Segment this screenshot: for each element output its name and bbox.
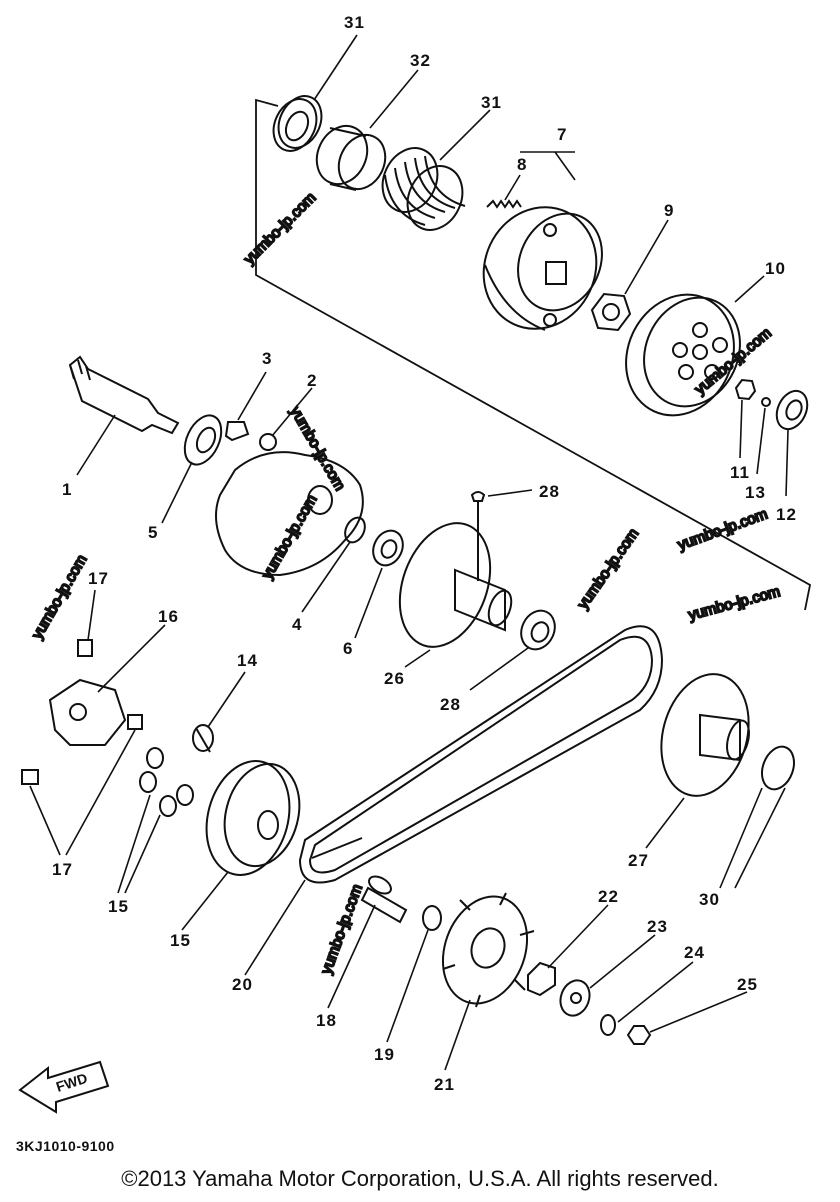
callout-label: 5 xyxy=(148,523,158,542)
clutch-housing-10 xyxy=(625,293,741,417)
callout-numbers: 31 32 31 7 8 9 10 11 13 12 1 5 3 2 4 6 2… xyxy=(52,13,797,1094)
callout-label: 25 xyxy=(737,975,758,994)
oil-seal-28 xyxy=(272,95,323,152)
gasket-hole xyxy=(307,485,333,515)
slider-17 xyxy=(127,714,143,730)
callout-label: 2 xyxy=(307,371,317,390)
callout-label: 31 xyxy=(344,13,365,32)
copyright-notice: ©2013 Yamaha Motor Corporation, U.S.A. A… xyxy=(121,1166,719,1191)
bearing-5 xyxy=(183,414,223,466)
washer-2 xyxy=(259,433,277,451)
screw-30 xyxy=(470,491,486,581)
washer-13 xyxy=(761,397,771,407)
clutch-carrier-7 xyxy=(482,206,603,331)
watermark: yumbo-jp.com xyxy=(29,552,91,642)
fwd-arrow-icon: FWD xyxy=(18,1060,110,1114)
cam-16 xyxy=(48,678,127,746)
callout-label: 1 xyxy=(62,480,72,499)
v-belt-20 xyxy=(298,625,664,884)
callout-label: 31 xyxy=(481,93,502,112)
diagram-code: 3KJ1010-9100 xyxy=(16,1138,115,1154)
ring-29 xyxy=(761,745,795,791)
callout-label: 28 xyxy=(539,482,560,501)
collar-18 xyxy=(360,875,408,924)
callout-label: 8 xyxy=(517,155,527,174)
callout-label: 9 xyxy=(664,201,674,220)
callout-label: 4 xyxy=(292,615,302,634)
watermark: yumbo-jp.com xyxy=(287,404,349,494)
callout-label: 26 xyxy=(384,669,405,688)
seal-6 xyxy=(372,529,404,567)
weight-15 xyxy=(139,771,157,793)
callout-label: 17 xyxy=(88,569,109,588)
callout-label: 10 xyxy=(765,259,786,278)
callout-label: 15 xyxy=(108,897,129,916)
callout-label: 21 xyxy=(434,1075,455,1094)
callout-label: 14 xyxy=(237,651,258,670)
nut-9 xyxy=(590,292,632,332)
plate-22 xyxy=(527,961,556,997)
slider-17 xyxy=(77,639,93,657)
primary-shaft-1 xyxy=(68,355,180,435)
callout-label: 17 xyxy=(52,860,73,879)
fixed-sheave-26 xyxy=(398,522,513,648)
callout-label: 20 xyxy=(232,975,253,994)
movable-sheave-14 xyxy=(205,760,301,876)
dowel-pin-3 xyxy=(224,421,250,442)
callout-label: 6 xyxy=(343,639,353,658)
callout-label: 12 xyxy=(776,505,797,524)
group-bracket xyxy=(255,98,812,611)
callout-label: 32 xyxy=(410,51,431,70)
callout-label: 13 xyxy=(745,483,766,502)
fan-21 xyxy=(441,892,535,1008)
watermark: yumbo-jp.com xyxy=(574,525,642,612)
bearing-12 xyxy=(775,389,809,431)
callout-label: 24 xyxy=(684,943,705,962)
gasket xyxy=(215,451,364,577)
callout-label: 15 xyxy=(170,931,191,950)
washer-24 xyxy=(600,1014,616,1036)
callout-label: 11 xyxy=(730,463,750,482)
watermark: yumbo-jp.com xyxy=(318,882,366,976)
nut-25 xyxy=(626,1025,652,1045)
collar-32 xyxy=(315,124,387,191)
spring-31 xyxy=(381,147,466,231)
washer-19 xyxy=(422,905,442,931)
callout-label: 18 xyxy=(316,1011,337,1030)
callout-label: 19 xyxy=(374,1045,395,1064)
callout-label: 7 xyxy=(557,125,567,144)
weight-15 xyxy=(159,795,177,817)
watermark: yumbo-jp.com xyxy=(676,506,770,554)
slider-17 xyxy=(21,769,39,785)
washer-23 xyxy=(559,979,591,1017)
oil-seal-28-lower xyxy=(520,609,556,651)
callout-label: 22 xyxy=(598,887,619,906)
leader-lines xyxy=(29,34,789,1071)
watermark: yumbo-jp.com xyxy=(241,189,320,268)
callout-label: 16 xyxy=(158,607,179,626)
weight-15 xyxy=(146,747,164,769)
watermark: yumbo-jp.com xyxy=(259,492,321,582)
callout-label: 3 xyxy=(262,349,272,368)
small-spring-8 xyxy=(486,199,522,209)
weight-15 xyxy=(176,784,194,806)
watermarks: yumbo-jp.com yumbo-jp.com yumbo-jp.com y… xyxy=(28,188,783,977)
secondary-sheave-27 xyxy=(660,673,750,797)
callout-label: 28 xyxy=(440,695,461,714)
nut-11 xyxy=(734,378,757,401)
callout-label: 23 xyxy=(647,917,668,936)
callout-label: 27 xyxy=(628,851,649,870)
nut-9-hole xyxy=(602,303,620,321)
weight-15 xyxy=(192,724,214,753)
watermark: yumbo-jp.com xyxy=(687,583,782,624)
callout-label: 30 xyxy=(699,890,720,909)
